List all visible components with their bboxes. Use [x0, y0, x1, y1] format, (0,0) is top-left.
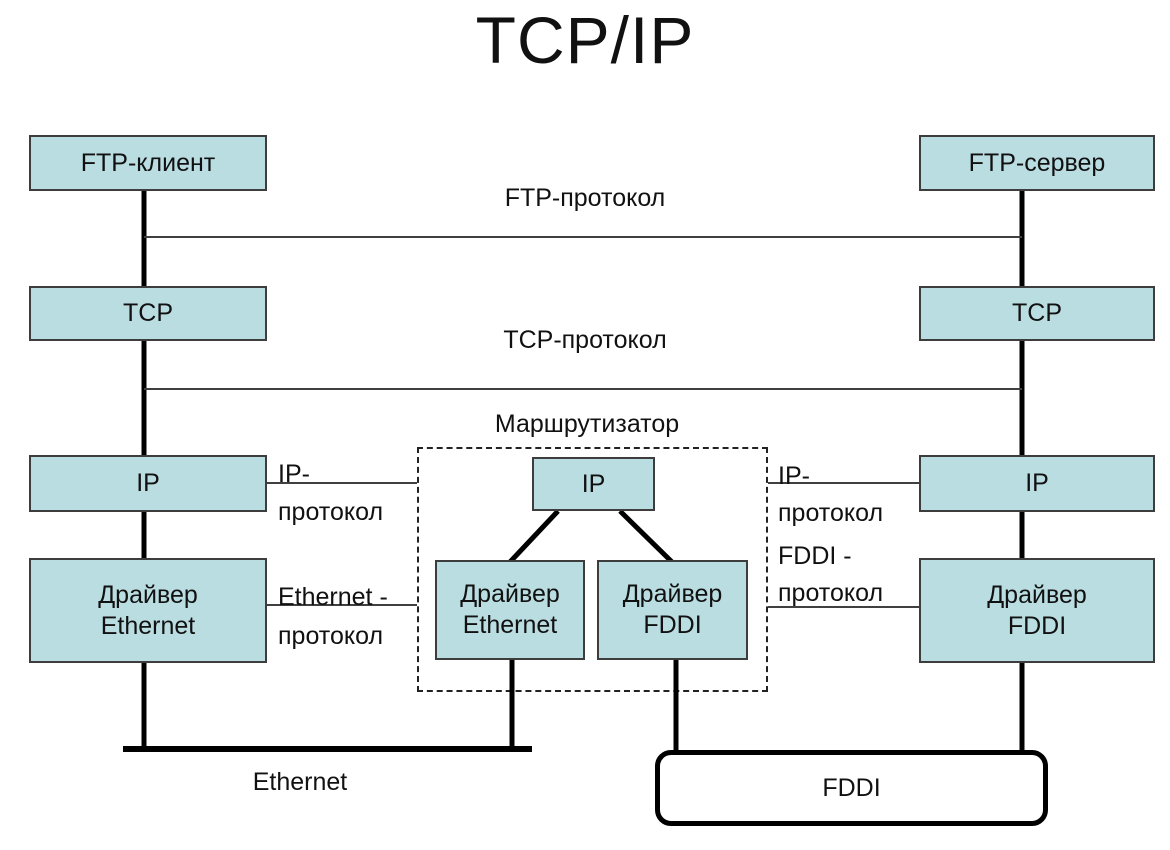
fddi-protocol-label: FDDI - протокол: [778, 538, 883, 612]
tcp-protocol-label: TCP-протокол: [503, 326, 667, 354]
router-ip-to-fddi-driver-line: [618, 509, 674, 564]
router-ip-to-ethernet-driver-line: [508, 509, 560, 564]
router-title-label: Маршрутизатор: [494, 410, 680, 438]
node-ftp-server: FTP-сервер: [919, 135, 1155, 191]
node-ethernet-driver-left-line1: Драйвер: [98, 580, 198, 609]
ethernet-network-label: Ethernet: [252, 768, 348, 796]
node-ip-left-label: IP: [136, 469, 160, 497]
fddi-protocol-label-line1: FDDI -: [778, 542, 852, 570]
node-ethernet-driver-left-line2: Ethernet: [100, 611, 196, 640]
ip-protocol-label-right-line2: протокол: [778, 499, 884, 527]
fddi-protocol-label-line2: протокол: [778, 579, 884, 607]
node-tcp-right-label: TCP: [1012, 299, 1062, 327]
node-ip-right: IP: [919, 455, 1155, 512]
node-router-fddi-driver-line1: Драйвер: [622, 580, 723, 608]
node-router-fddi-driver-line2: FDDI: [643, 611, 702, 639]
node-fddi-driver-right-line2: FDDI: [1007, 611, 1067, 640]
node-router-ethernet-driver-line2: Ethernet: [462, 611, 558, 639]
ip-protocol-label-left-line2: протокол: [278, 498, 384, 526]
node-ftp-client-label: FTP-клиент: [80, 148, 216, 177]
ftp-protocol-label: FTP-протокол: [504, 184, 666, 212]
node-router-ethernet-driver-line1: Драйвер: [460, 580, 560, 608]
ip-protocol-label-right-line1: IP-: [778, 462, 810, 490]
node-router-ip-label: IP: [581, 469, 606, 498]
node-fddi-driver-right: Драйвер FDDI: [919, 558, 1155, 663]
fddi-network-ring: FDDI: [655, 750, 1048, 826]
node-ethernet-driver-left: Драйвер Ethernet: [29, 558, 267, 663]
node-tcp-left-label: TCP: [123, 299, 173, 327]
router-dashed-frame: [417, 447, 768, 692]
ethernet-protocol-label-line1: Ethernet -: [278, 583, 388, 611]
fddi-network-label: FDDI: [822, 773, 881, 802]
node-ftp-client: FTP-клиент: [29, 135, 267, 191]
node-tcp-right: TCP: [919, 286, 1155, 341]
ip-protocol-label-left-line1: IP-: [278, 460, 310, 488]
node-router-fddi-driver: Драйвер FDDI: [597, 560, 748, 660]
ethernet-protocol-label-line2: протокол: [278, 622, 384, 650]
node-router-ip: IP: [532, 457, 655, 511]
node-ftp-server-label: FTP-сервер: [968, 148, 1106, 177]
diagram-title: TCP/IP: [475, 3, 695, 77]
node-tcp-left: TCP: [29, 286, 267, 341]
node-ip-right-label: IP: [1025, 469, 1049, 497]
node-router-ethernet-driver: Драйвер Ethernet: [435, 560, 585, 660]
ip-protocol-label-left: IP- протокол: [278, 455, 383, 531]
ip-protocol-label-right: IP- протокол: [778, 458, 883, 532]
node-fddi-driver-right-line1: Драйвер: [987, 580, 1087, 609]
node-ip-left: IP: [29, 455, 267, 512]
ethernet-protocol-label: Ethernet - протокол: [278, 578, 388, 656]
